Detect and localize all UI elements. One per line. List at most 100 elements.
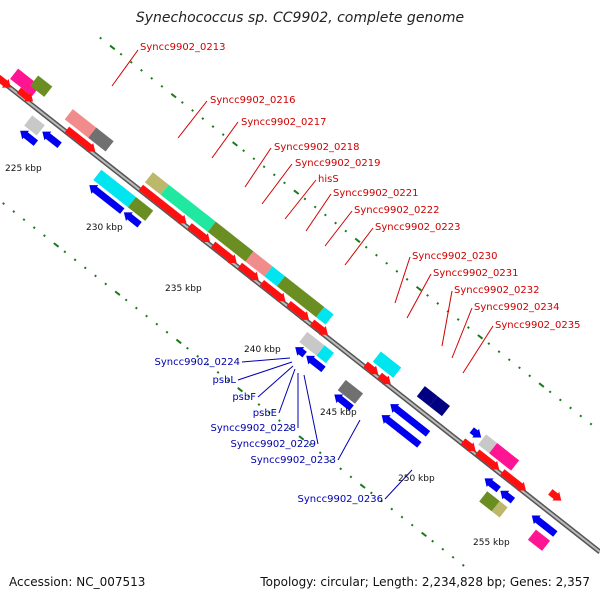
tick-mark: [298, 435, 305, 441]
gene-arrow: [16, 87, 34, 102]
tick-mark: [165, 330, 169, 334]
gene-block: [416, 386, 438, 407]
tick-mark: [359, 483, 366, 489]
tick-mark: [221, 133, 225, 137]
gene-block: [299, 331, 325, 356]
label-syncc9902-0218[interactable]: Syncc9902_0218: [274, 142, 360, 153]
feature-track: [0, 68, 562, 551]
gene-arrow-shape: [187, 223, 211, 242]
tick-mark: [293, 189, 300, 195]
gene-arrow-shape: [295, 347, 307, 358]
gene-arrow: [475, 449, 500, 470]
tick-mark: [400, 515, 404, 519]
gene-block-shape: [316, 345, 334, 364]
label-syncc9902-0234[interactable]: Syncc9902_0234: [474, 302, 560, 313]
tick-mark: [32, 226, 36, 230]
label-syncc9902-0236[interactable]: Syncc9902_0236: [298, 494, 384, 505]
gene-arrow: [310, 319, 328, 335]
label-psbl[interactable]: psbL: [213, 375, 237, 386]
label-syncc9902-0235[interactable]: Syncc9902_0235: [495, 320, 581, 331]
tick-mark: [140, 68, 143, 72]
tick-mark: [267, 411, 271, 414]
tick-mark: [119, 52, 123, 56]
label-syncc9902-0213[interactable]: Syncc9902_0213: [140, 42, 226, 53]
gene-block: [316, 307, 334, 325]
tick-mark: [201, 117, 205, 120]
label-syncc9902-0221[interactable]: Syncc9902_0221: [333, 188, 419, 199]
label-syncc9902-0232[interactable]: Syncc9902_0232: [454, 285, 540, 296]
label-syncc9902-0229[interactable]: Syncc9902_0229: [231, 439, 317, 450]
gene-block-shape: [127, 197, 154, 221]
gene-block: [264, 266, 285, 287]
leader-line: [241, 357, 291, 363]
label-psbe[interactable]: psbE: [253, 408, 277, 419]
label-syncc9902-0224[interactable]: Syncc9902_0224: [155, 357, 241, 368]
gene-arrow-shape: [123, 212, 142, 228]
gene-arrow-shape: [390, 404, 431, 437]
gene-arrow-shape: [20, 130, 39, 146]
tick-mark: [150, 76, 154, 80]
tick-mark: [242, 149, 246, 153]
tick-mark: [395, 269, 399, 273]
tick-mark: [226, 379, 230, 382]
gene-block: [10, 68, 41, 97]
gene-block-shape: [207, 221, 254, 262]
label-syncc9902-0228[interactable]: Syncc9902_0228: [211, 423, 297, 434]
gene-block: [127, 197, 154, 221]
leader-line: [406, 273, 432, 319]
tick-mark: [334, 221, 337, 225]
gene-arrow-shape: [469, 427, 482, 438]
gene-block: [527, 529, 551, 551]
tick-mark: [487, 342, 491, 346]
tick-mark: [170, 93, 177, 99]
label-syncc9902-0230[interactable]: Syncc9902_0230: [412, 251, 498, 262]
gene-arrow-shape: [42, 131, 62, 148]
gene-arrow-shape: [0, 75, 11, 88]
gene-block-shape: [337, 379, 364, 404]
tick-mark: [109, 44, 116, 51]
leader-line: [324, 210, 353, 247]
leader-line: [394, 256, 411, 304]
tick-mark: [12, 210, 16, 213]
gene-arrow: [500, 469, 526, 491]
gene-block-shape: [160, 184, 216, 232]
tick-mark: [99, 36, 103, 40]
gene-block: [207, 221, 254, 262]
label-hiss[interactable]: hisS: [318, 174, 339, 185]
tick-mark: [272, 173, 276, 177]
tick-mark: [114, 290, 121, 296]
gene-arrow: [500, 490, 516, 504]
leader-line: [111, 49, 139, 87]
gene-arrow: [0, 75, 11, 88]
gene-block-shape: [429, 396, 450, 417]
gene-block-shape: [276, 276, 325, 318]
accession-text: Accession: NC_007513: [9, 575, 145, 589]
label-psbf[interactable]: psbF: [232, 392, 256, 403]
gene-arrow: [295, 347, 307, 358]
scale-label-225: 225 kbp: [5, 164, 42, 174]
scale-label-255: 255 kbp: [473, 538, 510, 548]
label-syncc9902-0233[interactable]: Syncc9902_0233: [251, 455, 337, 466]
tick-mark: [528, 374, 532, 378]
tick-mark: [558, 398, 562, 402]
gene-arrow: [334, 394, 354, 411]
gene-block-shape: [416, 386, 438, 407]
label-syncc9902-0222[interactable]: Syncc9902_0222: [354, 205, 440, 216]
gene-block-shape: [264, 266, 285, 287]
gene-arrow-shape: [210, 241, 237, 263]
label-syncc9902-0231[interactable]: Syncc9902_0231: [433, 268, 519, 279]
tick-mark: [277, 419, 281, 423]
tick-mark: [155, 322, 159, 326]
label-syncc9902-0219[interactable]: Syncc9902_0219: [295, 158, 381, 169]
label-syncc9902-0217[interactable]: Syncc9902_0217: [241, 117, 327, 128]
tick-mark: [206, 362, 210, 366]
leader-line: [462, 325, 494, 374]
tick-mark: [323, 213, 327, 217]
label-syncc9902-0216[interactable]: Syncc9902_0216: [210, 95, 296, 106]
tick-mark: [257, 403, 261, 406]
leader-line: [344, 227, 374, 266]
label-syncc9902-0223[interactable]: Syncc9902_0223: [375, 222, 461, 233]
tick-mark: [211, 125, 215, 128]
tick-mark: [421, 531, 427, 538]
